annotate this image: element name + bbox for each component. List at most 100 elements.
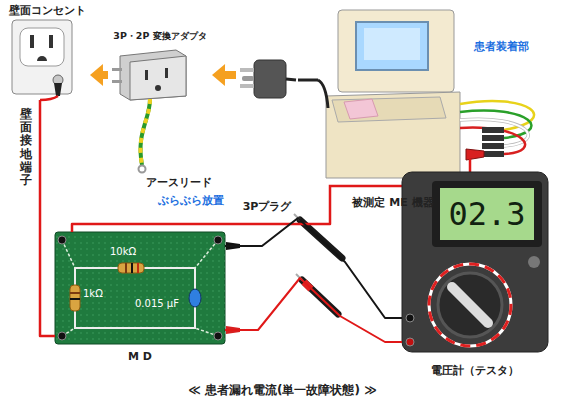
resistor-value: 10kΩ <box>110 246 136 258</box>
me-device-art-part <box>466 149 484 160</box>
adapter-art-part <box>120 50 186 100</box>
plug-art-part <box>242 76 254 81</box>
me-device-art-part <box>482 135 504 141</box>
node-label: M D <box>55 350 225 363</box>
plug-art <box>240 60 296 98</box>
voltmeter-art-part <box>429 264 511 346</box>
me-device: 被測定 ME 機器 <box>318 8 468 214</box>
voltmeter-art-part <box>452 287 488 323</box>
me-device-art-part <box>482 151 504 157</box>
connector <box>40 100 55 336</box>
capacitor-value: 0.015 μF <box>135 298 179 310</box>
adapter-art-part <box>155 85 161 91</box>
arrowhead <box>212 64 225 86</box>
wall-outlet-art-part <box>54 83 62 96</box>
adapter-art-part <box>112 80 122 83</box>
me-device-art-part <box>356 22 428 70</box>
connector-line <box>225 218 402 318</box>
md-board-art-part <box>55 232 225 344</box>
adapter-art-part <box>145 70 148 80</box>
plug-art-part <box>240 68 254 72</box>
wall-outlet-art-part <box>49 35 53 48</box>
plug-art-part <box>286 79 296 80</box>
wall-outlet-art-part <box>40 96 58 100</box>
voltmeter-art-part <box>438 273 502 337</box>
terminal-label: 壁面接地端子 <box>20 108 32 187</box>
md-board-art-part <box>214 332 222 340</box>
wall-outlet: 壁面コンセント <box>4 4 90 100</box>
node-label: 3Pプラグ <box>236 200 298 213</box>
md-board-art-part <box>58 236 66 244</box>
md-board-art-part <box>137 263 139 273</box>
me-device-art-part <box>460 111 531 138</box>
three-prong-plug: 3Pプラグ <box>236 48 298 216</box>
md-board-art-part <box>75 268 195 328</box>
md-board-art <box>55 232 225 344</box>
connector-line <box>40 100 55 336</box>
me-device-art-part <box>326 92 460 178</box>
adapter-art-part <box>141 99 150 165</box>
node-label: 壁面コンセント <box>4 4 90 17</box>
me-device-art-part <box>332 97 446 122</box>
adapter-art-part <box>165 68 168 78</box>
me-device-art-part <box>344 99 378 119</box>
adapter-art-part <box>139 166 146 173</box>
me-device-art-part <box>318 80 328 108</box>
md-board-art-part <box>214 236 222 244</box>
md-board-art-part <box>131 263 133 273</box>
lead-label: アースリード <box>146 176 212 189</box>
me-device-art-part <box>364 28 420 60</box>
connector-line <box>225 278 402 342</box>
adapter-art-part <box>112 68 122 71</box>
me-device-art-part <box>482 127 504 133</box>
connector-line <box>224 71 236 79</box>
voltmeter-art-part <box>406 338 414 346</box>
wall-outlet-art-part <box>12 20 72 94</box>
test-probes <box>226 214 342 334</box>
md-board-art-part <box>58 332 66 340</box>
node-label: 被測定 ME 機器 <box>318 196 468 209</box>
voltmeter: 02.3 電圧計（テスタ） <box>402 172 548 380</box>
plug-adapter: 3P・2P 変換アダプタ <box>108 28 212 104</box>
adapter-art <box>112 50 186 173</box>
caption: ≪ 患者漏れ電流(単一故障状態) ≫ <box>0 383 565 397</box>
note-label: ぶらぶら放置 <box>158 194 224 207</box>
md-board-art-part <box>70 292 80 294</box>
connector <box>225 278 402 342</box>
wall-outlet-art-part <box>20 28 64 66</box>
wall-outlet-art-part <box>30 35 34 48</box>
md-board-art-part <box>118 263 144 273</box>
wall-outlet-art-part <box>37 56 47 61</box>
md-board-art-part <box>189 289 201 307</box>
voltmeter-art-part <box>440 188 534 240</box>
md-board: M D 10kΩ 1kΩ 0.015 μF <box>55 232 225 366</box>
me-device-art-part <box>460 119 528 146</box>
connector <box>298 79 318 80</box>
connector-line <box>298 78 318 81</box>
adapter-art-part <box>141 99 150 165</box>
voltmeter-art-part <box>406 314 414 322</box>
connector <box>225 218 402 318</box>
node-label: 電圧計（テスタ） <box>402 364 548 377</box>
connector <box>212 64 236 86</box>
connector <box>90 64 108 86</box>
wall-outlet-art <box>12 20 72 100</box>
md-board-art-part <box>70 298 80 300</box>
md-board-art-part <box>125 263 127 273</box>
display-reading: 02.3 <box>440 188 534 240</box>
md-board-art-part <box>55 232 225 344</box>
arrowhead <box>90 64 103 86</box>
adapter-art-part <box>130 56 186 100</box>
voltmeter-art-part <box>429 264 511 346</box>
me-device-art-part <box>460 119 528 146</box>
md-board-art-part <box>62 240 218 336</box>
plug-art-part <box>254 60 286 98</box>
node-label: 3P・2P 変換アダプタ <box>108 30 212 41</box>
voltmeter-art-part <box>432 181 542 247</box>
part-label: 患者装着部 <box>474 40 529 53</box>
plug-art-part <box>240 84 254 88</box>
md-board-art-part <box>70 285 80 311</box>
me-device-art-part <box>482 143 504 149</box>
resistor-value: 1kΩ <box>83 288 103 300</box>
